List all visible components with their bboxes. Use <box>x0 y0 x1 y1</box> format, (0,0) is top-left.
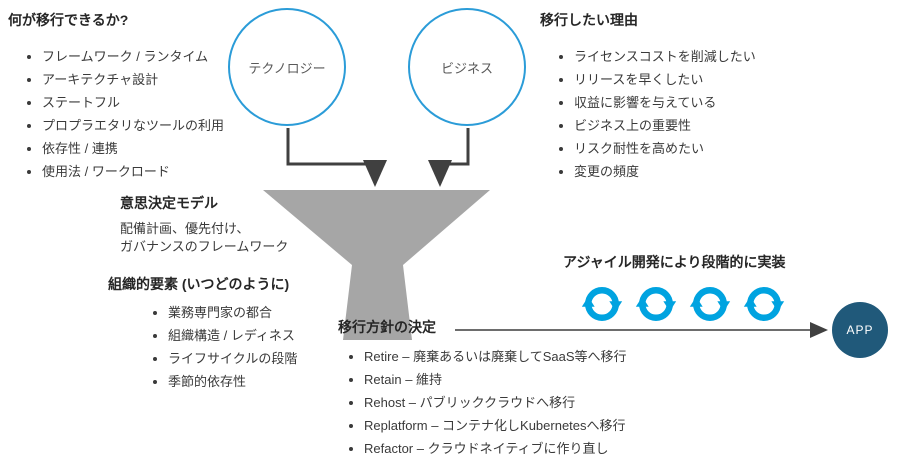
app-node: APP <box>832 302 888 358</box>
list-item: Rehost – パブリッククラウドへ移行 <box>364 392 627 411</box>
list-item: Refactor – クラウドネイティブに作り直し <box>364 438 627 455</box>
connector-technology-to-funnel <box>286 128 387 187</box>
migratable-title: 何が移行できるか? <box>8 12 129 28</box>
cycle-arrow-icon <box>743 287 785 321</box>
migration-reasons-list: ライセンスコストを削減したい リリースを早くしたい 収益に影響を与えている ビジ… <box>556 42 756 184</box>
agile-iterations <box>580 282 786 326</box>
decision-model-line1: 配備計画、優先付け、 <box>120 221 250 236</box>
app-node-label: APP <box>846 323 874 337</box>
business-node-label: ビジネス <box>440 60 493 76</box>
list-item: フレームワーク / ランタイム <box>42 46 224 65</box>
list-item: Retain – 維持 <box>364 369 627 388</box>
list-item: ビジネス上の重要性 <box>574 115 756 134</box>
funnel-shape <box>263 190 490 340</box>
agile-title: アジャイル開発により段階的に実装 <box>563 254 786 270</box>
list-item: リリースを早くしたい <box>574 69 756 88</box>
list-item: 依存性 / 連携 <box>42 138 224 157</box>
connector-business-to-funnel <box>428 128 470 187</box>
migration-strategies-list: Retire – 廃棄あるいは廃棄してSaaS等へ移行 Retain – 維持 … <box>346 342 627 455</box>
list-item: Replatform – コンテナ化しKubernetesへ移行 <box>364 415 627 434</box>
list-item: アーキテクチャ設計 <box>42 69 224 88</box>
list-item: Retire – 廃棄あるいは廃棄してSaaS等へ移行 <box>364 346 627 365</box>
migration-decision-title: 移行方針の決定 <box>338 319 436 335</box>
list-item: 季節的依存性 <box>168 371 297 390</box>
decision-model-description: 配備計画、優先付け、 ガバナンスのフレームワーク <box>120 220 288 256</box>
list-item: リスク耐性を高めたい <box>574 138 756 157</box>
list-item: ステートフル <box>42 92 224 111</box>
cycle-arrow-icon <box>581 287 623 321</box>
list-item: プロプラエタリなツールの利用 <box>42 115 224 134</box>
list-item: 使用法 / ワークロード <box>42 161 224 180</box>
decision-model-line2: ガバナンスのフレームワーク <box>120 239 289 254</box>
org-factors-title: 組織的要素 (いつどのように) <box>108 276 290 292</box>
list-item: 収益に影響を与えている <box>574 92 756 111</box>
list-item: ライフサイクルの段階 <box>168 348 297 367</box>
list-item: ライセンスコストを削減したい <box>574 46 756 65</box>
list-item: 業務専門家の都合 <box>168 302 297 321</box>
technology-node: テクノロジー <box>228 8 346 126</box>
list-item: 変更の頻度 <box>574 161 756 180</box>
list-item: 組織構造 / レディネス <box>168 325 297 344</box>
cycle-arrow-icon <box>635 287 677 321</box>
migratable-list: フレームワーク / ランタイム アーキテクチャ設計 ステートフル プロプラエタリ… <box>24 42 224 184</box>
decision-model-title: 意思決定モデル <box>120 195 218 211</box>
technology-node-label: テクノロジー <box>248 60 326 76</box>
business-node: ビジネス <box>408 8 526 126</box>
migration-reasons-title: 移行したい理由 <box>540 12 638 28</box>
org-factors-list: 業務専門家の都合 組織構造 / レディネス ライフサイクルの段階 季節的依存性 <box>150 298 297 394</box>
cycle-arrow-icon <box>689 287 731 321</box>
